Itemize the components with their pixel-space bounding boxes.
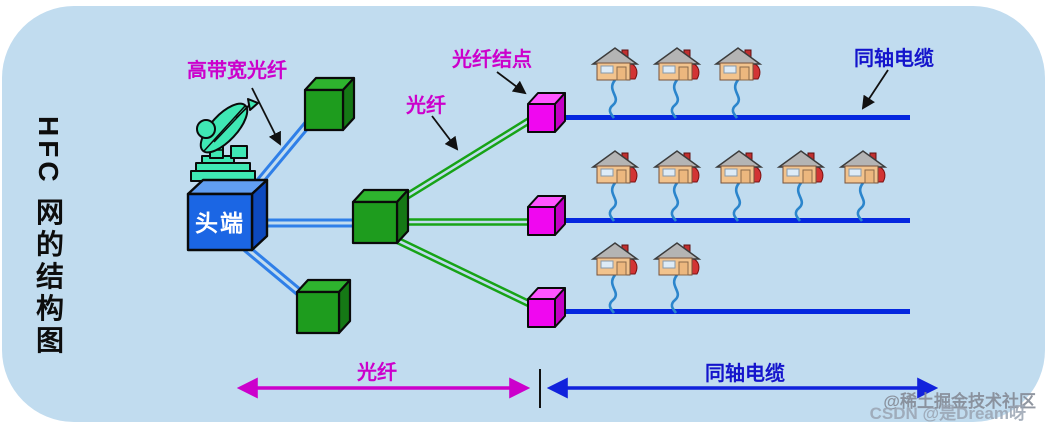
diagram-background-panel bbox=[2, 6, 1045, 422]
houses-row-3 bbox=[592, 242, 700, 276]
headend-box bbox=[186, 178, 269, 252]
diagram-vertical-title: HFC 网的结构图 bbox=[33, 116, 64, 358]
house-icon bbox=[654, 242, 700, 276]
houses-row-1 bbox=[592, 47, 761, 81]
label-high-bandwidth-fiber: 高带宽光纤 bbox=[187, 58, 287, 82]
headend-label: 头端 bbox=[195, 210, 245, 236]
houses-row-2 bbox=[592, 150, 886, 184]
arrow-fiber bbox=[431, 115, 459, 151]
arrow-coax bbox=[861, 69, 889, 110]
fiber-node-cube-3 bbox=[527, 287, 566, 328]
splitter-cube-top bbox=[303, 76, 356, 132]
splitter-cube-middle bbox=[351, 188, 410, 245]
watermark-csdn: CSDN @是Dream呀 bbox=[869, 404, 1026, 423]
fiber-node-cube-2 bbox=[527, 195, 566, 236]
arrow-fiber-node bbox=[496, 71, 527, 95]
house-icon bbox=[654, 47, 700, 81]
fiber-node-cube-1 bbox=[527, 92, 566, 133]
fiber-span-label: 光纤 bbox=[356, 360, 397, 384]
house-icon bbox=[840, 150, 886, 184]
satellite-dish-icon bbox=[190, 98, 259, 182]
house-icon bbox=[592, 150, 638, 184]
label-fiber: 光纤 bbox=[405, 93, 446, 117]
house-icon bbox=[778, 150, 824, 184]
house-icon bbox=[592, 47, 638, 81]
splitter-cube-bottom bbox=[295, 278, 352, 335]
house-icon bbox=[716, 150, 762, 184]
arrow-high-bandwidth-fiber bbox=[251, 87, 281, 146]
house-icon bbox=[654, 150, 700, 184]
label-coax: 同轴电缆 bbox=[854, 46, 934, 70]
watermark-juejin: @稀土掘金技术社区 bbox=[883, 392, 1036, 411]
pointer-arrows bbox=[251, 69, 889, 151]
coax-cables bbox=[554, 115, 910, 314]
section-spans bbox=[236, 369, 939, 408]
house-icon bbox=[592, 242, 638, 276]
label-fiber-node: 光纤结点 bbox=[451, 47, 532, 71]
house-icon bbox=[715, 47, 761, 81]
house-drop-wires bbox=[608, 78, 866, 315]
coax-span-label: 同轴电缆 bbox=[705, 361, 785, 385]
